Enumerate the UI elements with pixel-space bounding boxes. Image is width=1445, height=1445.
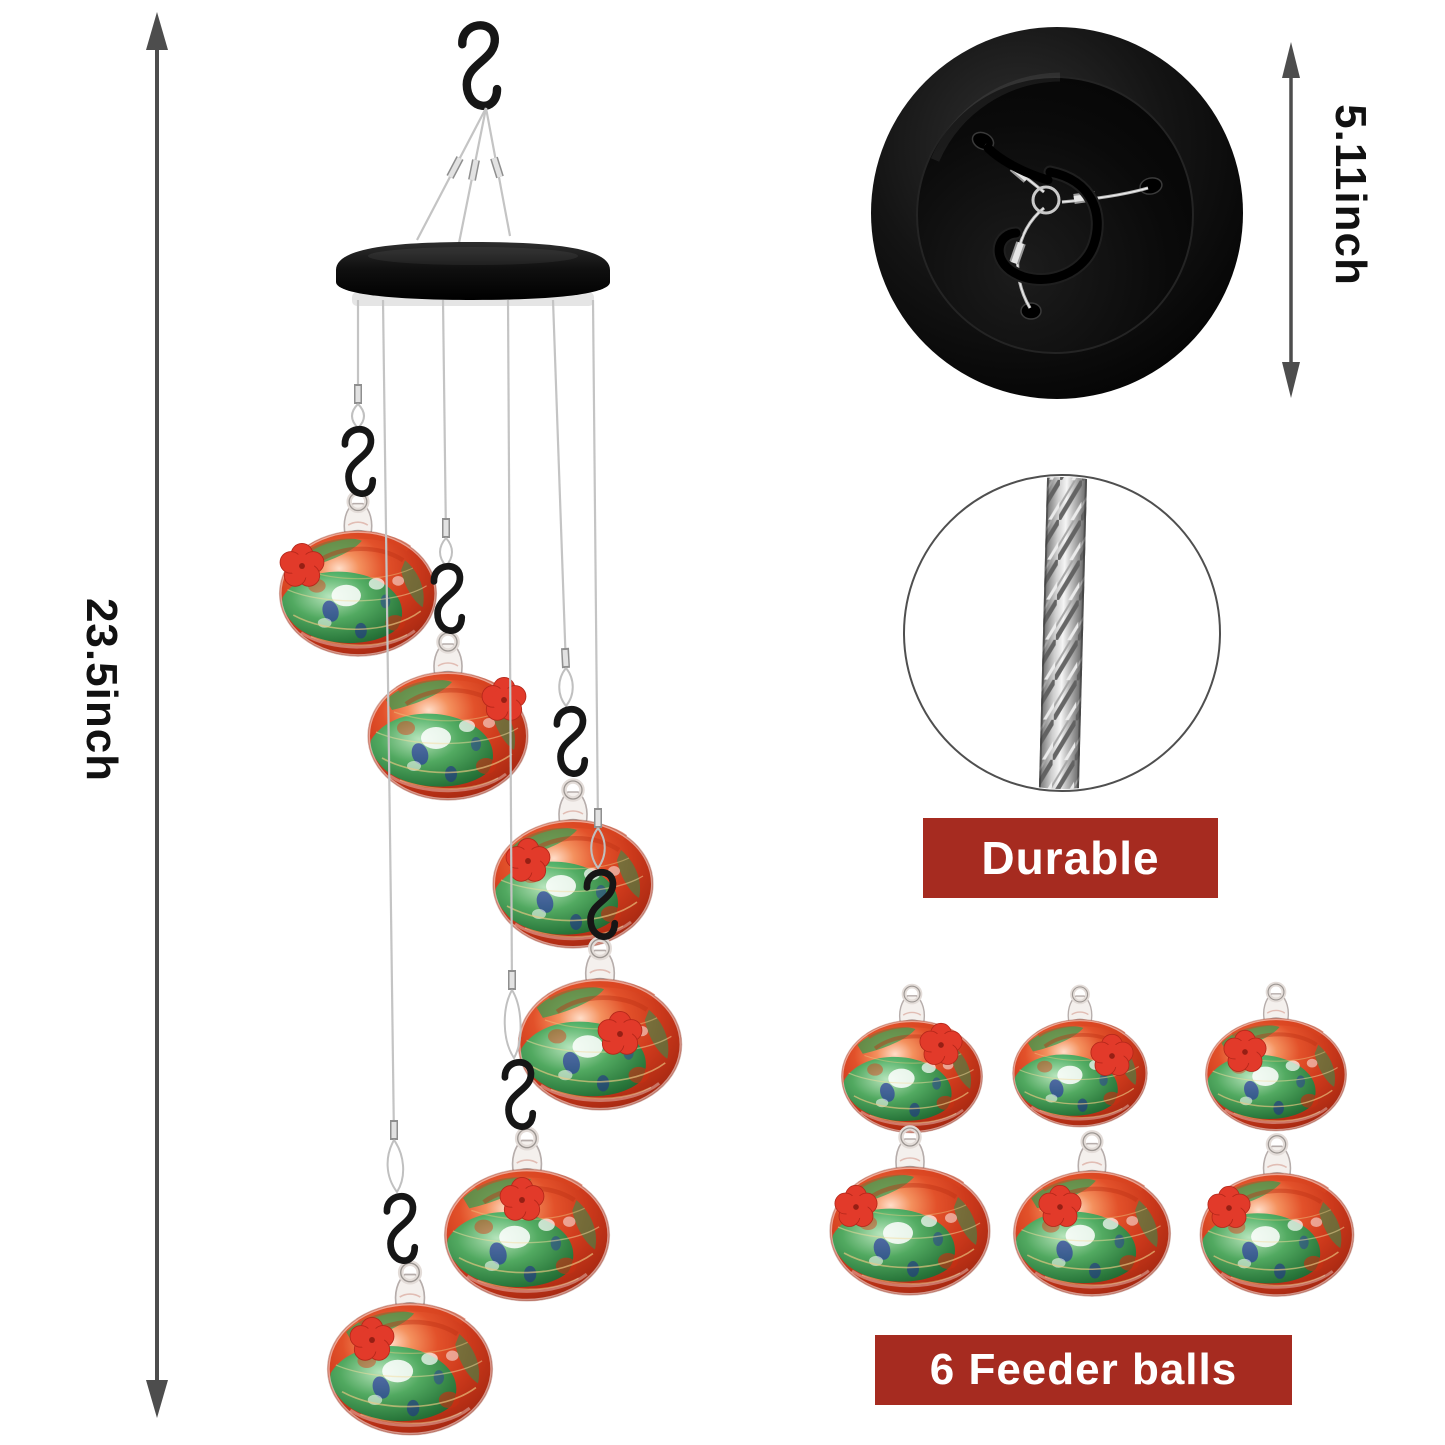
hanging-wire-4: [590, 299, 606, 870]
hanging-wire-6: [381, 299, 405, 1194]
cap-dimension-label: 5.11inch: [1326, 104, 1375, 286]
height-dimension-label: 23.5inch: [77, 597, 126, 783]
grid-ball-5: [1014, 1133, 1171, 1296]
hanger-wire-crimps: [446, 156, 504, 181]
feeder-ball-6: [328, 1263, 493, 1435]
s-hook-icon-6: [387, 1196, 415, 1260]
s-hook-icon-3: [557, 709, 585, 773]
s-hook-icon-2: [434, 566, 462, 630]
cap-dimension-arrow: [1282, 42, 1300, 398]
hanging-wires: [351, 299, 606, 1194]
grid-ball-3: [1206, 984, 1347, 1131]
steel-cable-icon: [1038, 477, 1088, 789]
cap-hole-3: [1020, 302, 1042, 320]
durable-badge: Durable: [923, 818, 1218, 898]
hanging-wire-2: [439, 299, 453, 568]
cap-hook-icon: [983, 143, 1104, 286]
s-hook-icon-5: [505, 1062, 533, 1126]
top-s-hook-icon: [462, 25, 497, 106]
height-dimension-arrow: [146, 12, 168, 1418]
hanging-wire-5: [503, 299, 522, 1060]
cap-top-view: [871, 27, 1243, 399]
hanging-wire-1: [351, 300, 365, 430]
cable-closeup: [903, 474, 1221, 792]
hanging-wire-3: [551, 299, 574, 708]
feeder-count-badge: 6 Feeder balls: [875, 1335, 1292, 1405]
s-hook-icon-1: [345, 429, 373, 493]
wind-chime: [280, 25, 682, 1435]
grid-ball-1: [842, 986, 983, 1133]
feeder-ball-grid: [830, 984, 1354, 1296]
chime-balls: [280, 493, 682, 1435]
canopy: [336, 242, 610, 300]
